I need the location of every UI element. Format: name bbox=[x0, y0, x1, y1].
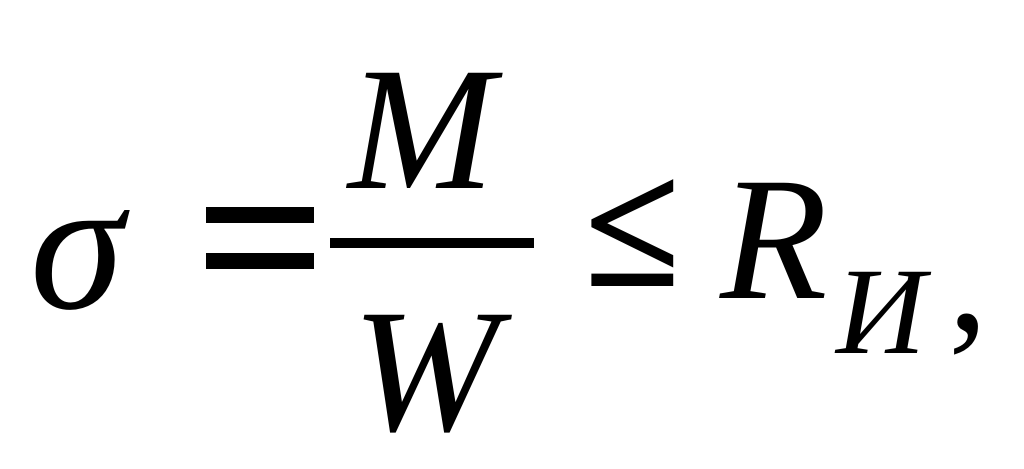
fraction-denominator: W bbox=[352, 274, 499, 469]
resistance-symbol: R bbox=[720, 142, 828, 337]
equals-bottom-bar bbox=[206, 253, 314, 269]
sigma-symbol: σ bbox=[30, 140, 124, 350]
equals-sign bbox=[206, 207, 314, 269]
less-than-or-equal-sign: ≤ bbox=[584, 130, 681, 325]
resistance-subscript: И bbox=[836, 243, 926, 380]
trailing-comma: , bbox=[948, 187, 988, 365]
fraction-numerator: M bbox=[348, 32, 495, 227]
equals-top-bar bbox=[206, 207, 314, 223]
fraction-bar bbox=[330, 238, 534, 248]
